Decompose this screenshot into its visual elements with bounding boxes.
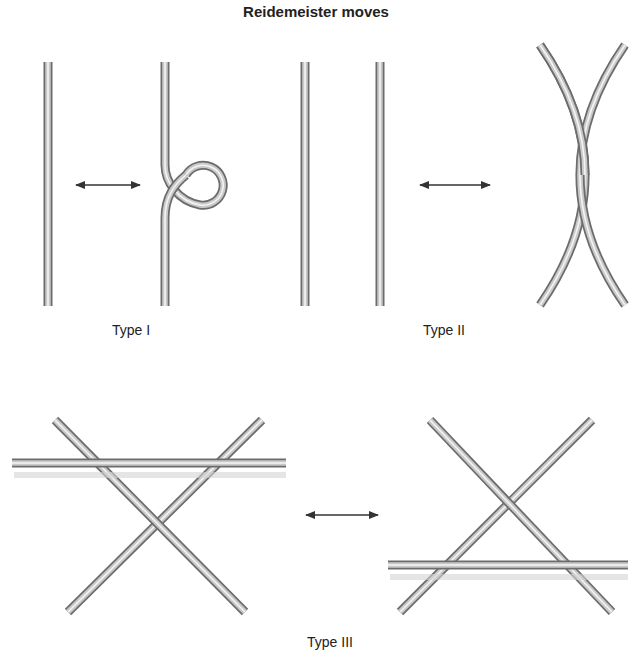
- strand: [12, 463, 286, 464]
- strand: [68, 420, 262, 612]
- double-arrow: [76, 184, 140, 185]
- move-label: Type II: [423, 322, 465, 338]
- strand: [388, 565, 628, 566]
- double-arrow: [420, 184, 490, 185]
- strand: [540, 45, 585, 175]
- shadow: [390, 574, 628, 580]
- shadow: [14, 472, 286, 478]
- strand: [430, 420, 612, 612]
- strand: [48, 62, 49, 306]
- title: Reidemeister moves: [243, 3, 389, 20]
- strand: [400, 420, 592, 612]
- strand: [55, 420, 245, 612]
- move-label: Type I: [112, 322, 150, 338]
- move-label: Type III: [307, 634, 353, 650]
- strand: [305, 62, 306, 306]
- double-arrow: [306, 514, 378, 515]
- strand: [380, 62, 381, 306]
- strand: [165, 175, 186, 306]
